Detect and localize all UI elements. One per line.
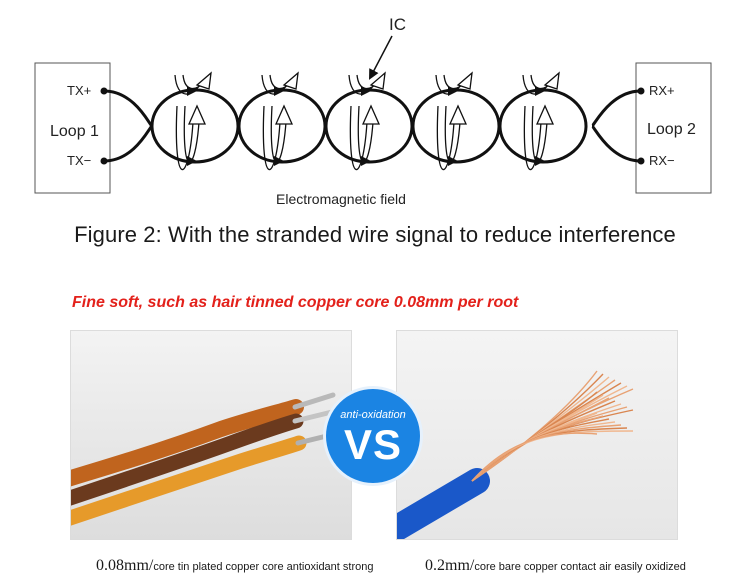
ic-pointer [369, 35, 393, 80]
ic-label: IC [389, 15, 406, 34]
caption-right-text: core bare copper contact air easily oxid… [474, 561, 686, 573]
field-arrow-icon [174, 71, 212, 171]
tx-plus-label: TX+ [67, 83, 91, 98]
badge-main-text: VS [343, 421, 403, 468]
figure-caption: Figure 2: With the stranded wire signal … [74, 222, 676, 247]
vs-badge: anti-oxidation VS [326, 389, 420, 483]
photo-caption-left: 0.08mm/core tin plated copper core antio… [96, 557, 373, 575]
field-arrow-icon [522, 71, 560, 171]
field-arrow-icon [261, 71, 299, 171]
caption-left-text: core tin plated copper core antioxidant … [153, 561, 374, 573]
field-arrow-icon [348, 71, 386, 171]
headline: Fine soft, such as hair tinned copper co… [72, 294, 519, 311]
rx-plus-label: RX+ [649, 83, 675, 98]
tinned-wire-photo [70, 330, 352, 540]
rx-minus-label: RX− [649, 153, 675, 168]
bare-copper-wire-photo [396, 330, 678, 540]
electromagnetic-field-arrows [174, 71, 560, 171]
wire-lead-tx-minus [103, 124, 154, 163]
loop1-box [34, 62, 111, 194]
tx-minus-label: TX− [67, 153, 91, 168]
photo-caption-right: 0.2mm/core bare copper contact air easil… [425, 557, 686, 575]
twisted-pair-diagram: TX+ Loop 1 TX− RX+ Loop 2 RX− IC Electro… [34, 15, 712, 207]
loop2-label: Loop 2 [647, 121, 696, 138]
caption-left-size: 0.08mm/ [96, 557, 154, 574]
field-label: Electromagnetic field [276, 191, 406, 207]
field-arrow-icon [435, 71, 473, 171]
wire-lead-rx-plus [590, 89, 642, 128]
wire-lead-tx-plus [103, 89, 154, 128]
loop2-box [635, 62, 712, 194]
loop1-label: Loop 1 [50, 123, 99, 140]
caption-right-size: 0.2mm/ [425, 557, 475, 574]
badge-top-text: anti-oxidation [340, 409, 406, 421]
wire-lead-rx-minus [590, 124, 642, 163]
